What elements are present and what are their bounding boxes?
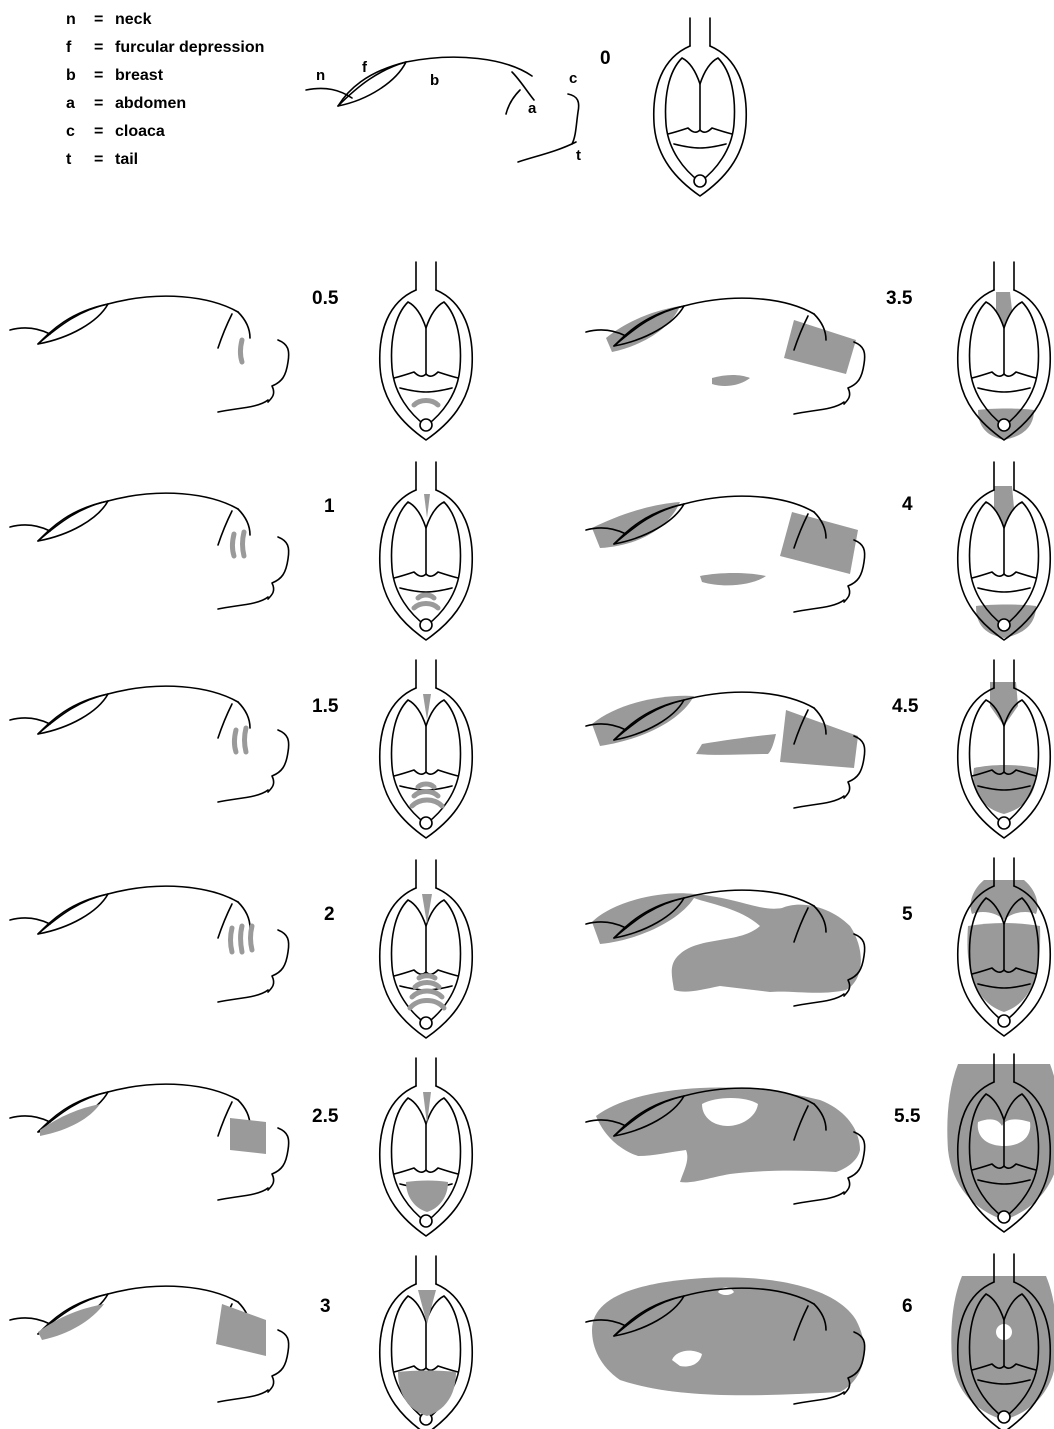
svg-text:n=neck: n=neck (66, 11, 152, 28)
legend-text: tail (115, 151, 138, 168)
score-label: 3 (320, 1296, 331, 1317)
fat-deposit (592, 1277, 864, 1395)
legend-key: n (66, 11, 76, 28)
row-score-4: 4 (586, 462, 1050, 640)
score-label: 3.5 (886, 288, 913, 309)
fat-deposit (700, 573, 766, 585)
svg-text:a=abdomen: a=abdomen (66, 95, 186, 112)
score-label: 1.5 (312, 696, 339, 717)
label-breast: b (430, 72, 439, 89)
svg-text:c=cloaca: c=cloaca (66, 123, 165, 140)
fat-deposit (971, 880, 1038, 920)
label-tail: t (576, 147, 581, 164)
reference-side-view: n f b a c t (306, 57, 581, 164)
legend-text: breast (115, 67, 164, 84)
fat-deposit (235, 728, 247, 752)
legend-text: neck (115, 11, 152, 28)
legend-text: cloaca (115, 123, 165, 140)
legend-key: t (66, 151, 72, 168)
svg-text:b=breast: b=breast (66, 67, 164, 84)
row-score-2: 2 (10, 860, 472, 1038)
side-view (10, 886, 289, 1002)
ventral-view (380, 860, 472, 1038)
legend-key: f (66, 39, 72, 56)
legend-text: furcular depression (115, 39, 264, 56)
fat-deposit (233, 532, 245, 556)
row-score-5: 5 (586, 858, 1050, 1036)
legend-key: a (66, 95, 75, 112)
fat-deposit (410, 976, 444, 1008)
row-score-6: 6 (586, 1254, 1054, 1429)
fat-deposit (994, 486, 1014, 528)
legend-key: c (66, 123, 75, 140)
fat-deposit (40, 1104, 100, 1136)
fat-deposit (996, 292, 1012, 328)
fat-deposit (241, 340, 243, 362)
label-furcular: f (362, 59, 368, 76)
fat-deposit (230, 1118, 266, 1154)
fat-deposit (216, 1304, 266, 1356)
fat-deposit (592, 696, 694, 746)
fat-deposit (412, 784, 442, 806)
score-label: 6 (902, 1296, 913, 1317)
row-score-1.5: 1.5 (10, 660, 472, 838)
legend-key: b (66, 67, 76, 84)
ventral-view (380, 462, 472, 640)
score-label: 2.5 (312, 1106, 339, 1127)
svg-text:t=tail: t=tail (66, 151, 138, 168)
fat-deposit (712, 375, 750, 386)
score-label: 4 (902, 494, 913, 515)
fat-deposit (592, 893, 861, 993)
score-label: 1 (324, 496, 335, 517)
legend: n=neck f=furcular depression b=breast a=… (66, 11, 264, 168)
fat-deposit (424, 494, 430, 518)
score-label: 4.5 (892, 696, 919, 717)
score-label: 0.5 (312, 288, 339, 309)
row-score-5.5: 5.5 (586, 1054, 1054, 1232)
legend-text: abdomen (115, 95, 186, 112)
score-label: 2 (324, 904, 335, 925)
row-score-2.5: 2.5 (10, 1058, 472, 1236)
fat-deposit (414, 401, 438, 406)
label-abdomen: a (528, 100, 537, 117)
label-neck: n (316, 67, 325, 84)
side-view (10, 296, 289, 412)
row-score-4.5: 4.5 (586, 660, 1050, 838)
fat-deposit (414, 595, 438, 608)
score-label: 0 (600, 48, 611, 69)
fat-deposit (780, 512, 858, 574)
svg-text:f=furcular depression: f=furcular depression (66, 39, 264, 56)
row-score-3.5: 3.5 (586, 262, 1050, 440)
ventral-view (654, 18, 746, 196)
score-label: 5 (902, 904, 913, 925)
ventral-view (380, 262, 472, 440)
row-score-3: 3 (10, 1256, 472, 1429)
label-cloaca: c (569, 70, 577, 87)
row-score-1: 1 (10, 462, 472, 640)
row-score-0.5: 0.5 (10, 262, 472, 440)
fat-deposit (696, 734, 776, 755)
fat-deposit (231, 926, 253, 952)
ventral-view (380, 660, 472, 838)
fat-deposit (398, 1371, 456, 1417)
score-label: 5.5 (894, 1106, 921, 1127)
side-view (10, 493, 289, 609)
fat-deposit (780, 710, 858, 768)
